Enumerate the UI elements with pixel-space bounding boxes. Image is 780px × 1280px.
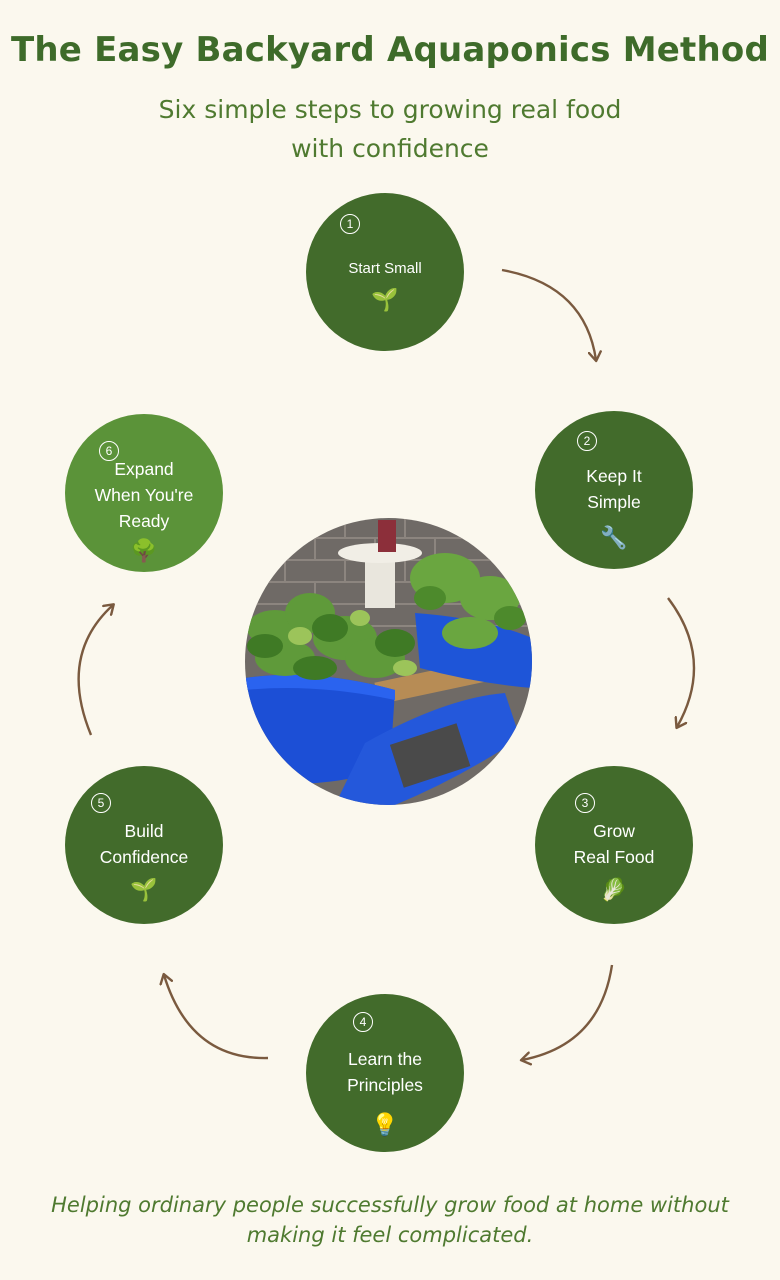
arrow-2-to-3 <box>667 597 696 727</box>
step-label-line: Simple <box>587 492 641 512</box>
step-1-circle: 1 Start Small 🌱 <box>306 193 464 351</box>
step-number: 4 <box>353 1012 373 1032</box>
step-label: Learn the Principles <box>316 1046 454 1098</box>
page-subtitle: Six simple steps to growing real food wi… <box>90 90 690 168</box>
step-label-line: Build <box>124 821 164 841</box>
seedling-icon: 🌱 <box>371 287 399 312</box>
step-label: Keep It Simple <box>545 463 683 515</box>
step-label-line: Ready <box>118 511 170 531</box>
step-number: 3 <box>575 793 595 813</box>
step-label-line: Expand <box>114 459 174 479</box>
step-label-line: Principles <box>347 1075 423 1095</box>
step-6-circle: 6 Expand When You're Ready 🌳 <box>65 414 223 572</box>
step-label: Expand When You're Ready <box>75 456 213 534</box>
step-label-line: Learn the <box>348 1049 422 1069</box>
step-2-circle: 2 Keep It Simple 🔧 <box>535 411 693 569</box>
step-label: Start Small <box>316 256 454 282</box>
step-label-line: Keep It <box>586 466 642 486</box>
step-number: 1 <box>340 214 360 234</box>
step-label-line: When You're <box>94 485 194 505</box>
step-5-circle: 5 Build Confidence 🌱 <box>65 766 223 924</box>
arrow-3-to-4 <box>522 964 614 1060</box>
page-title: The Easy Backyard Aquaponics Method <box>10 30 769 70</box>
tree-icon: 🌳 <box>130 538 158 563</box>
step-number: 6 <box>99 441 119 461</box>
wrench-icon: 🔧 <box>600 525 628 550</box>
footer-line-2: making it feel complicated. <box>246 1223 534 1247</box>
sprout-icon: 🌱 <box>130 877 158 902</box>
step-3-circle: 3 Grow Real Food 🥬 <box>535 766 693 924</box>
step-label-line: Confidence <box>99 847 189 867</box>
footer-line-1: Helping ordinary people successfully gro… <box>51 1193 729 1217</box>
subtitle-line-1: Six simple steps to growing real food <box>158 95 622 124</box>
arrow-1-to-2 <box>501 268 596 360</box>
aquaponics-system-photo <box>245 518 532 805</box>
subtitle-line-2: with confidence <box>291 134 489 163</box>
step-label: Build Confidence <box>75 818 213 870</box>
leafy-green-icon: 🥬 <box>600 877 628 902</box>
arrow-4-to-5 <box>164 975 269 1060</box>
step-number: 5 <box>91 793 111 813</box>
step-number: 2 <box>577 431 597 451</box>
step-label: Grow Real Food <box>545 818 683 870</box>
footer-tagline: Helping ordinary people successfully gro… <box>40 1190 740 1250</box>
step-label-line: Real Food <box>573 847 655 867</box>
arrow-5-to-6 <box>77 605 113 736</box>
step-4-circle: 4 Learn the Principles 💡 <box>306 994 464 1152</box>
step-label-line: Grow <box>593 821 635 841</box>
step-label-line: Start Small <box>348 260 422 277</box>
light-bulb-icon: 💡 <box>371 1112 399 1137</box>
aquaponics-photo-illustration <box>245 518 532 805</box>
